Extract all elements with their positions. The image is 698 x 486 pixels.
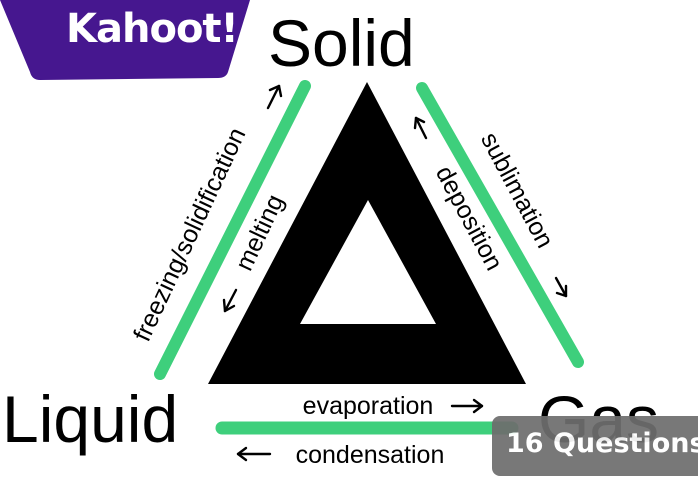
state-solid: Solid	[268, 6, 415, 80]
arrow-deposition	[413, 116, 428, 140]
arrow-condensation	[236, 446, 272, 462]
arrow-melting	[222, 288, 238, 313]
highlight-left	[154, 80, 311, 380]
arrow-freezing	[266, 84, 283, 110]
label-evaporation: evaporation	[303, 392, 434, 420]
label-condensation: condensation	[296, 441, 445, 469]
arrow-sublimation	[554, 276, 568, 298]
highlight-right	[416, 82, 584, 368]
triangle-outline	[208, 82, 526, 384]
kahoot-logo: Kahoot!	[66, 6, 239, 52]
question-count-badge: 16 Questions	[492, 416, 698, 476]
arrow-evaporation	[450, 398, 484, 414]
question-count-text: 16 Questions	[506, 428, 698, 459]
kahoot-logo-badge	[0, 0, 250, 80]
state-liquid: Liquid	[2, 382, 179, 456]
